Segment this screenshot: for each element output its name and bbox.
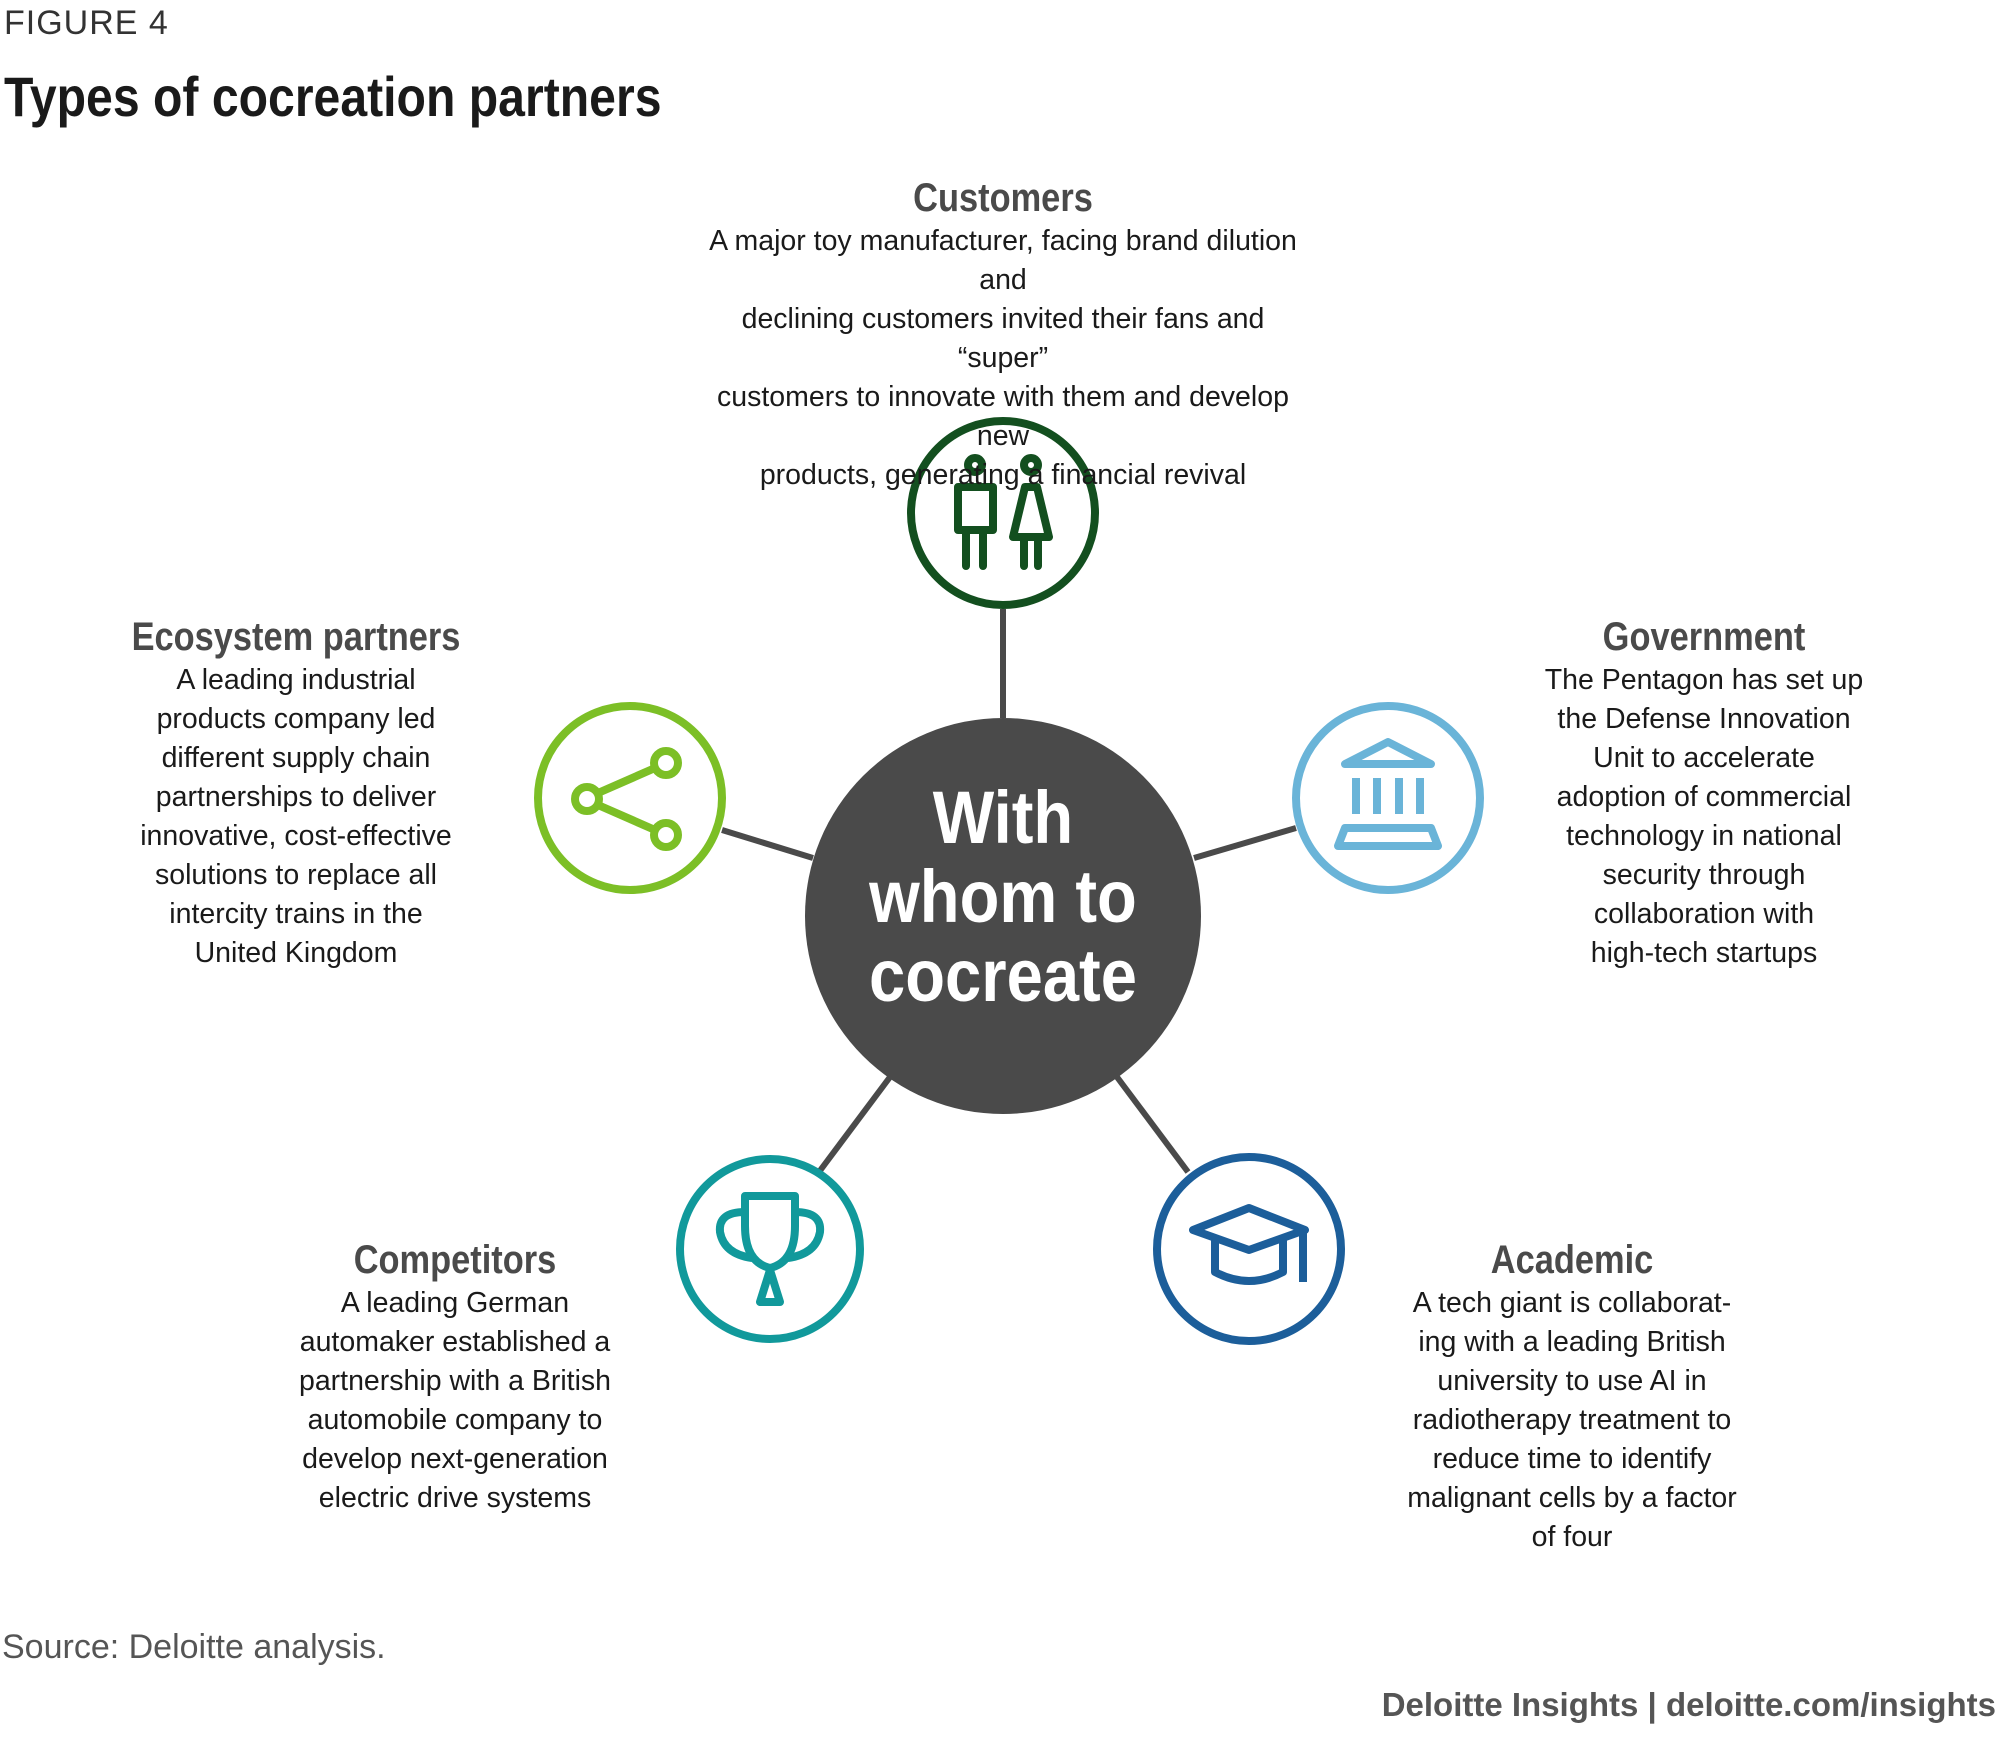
partner-description-line: products, generating a financial revival [759, 459, 1247, 491]
partner-description-line: A leading industrial [176, 664, 416, 696]
connectors [721, 609, 1297, 1174]
center-line: whom to [869, 855, 1137, 938]
partner-description-line: The Pentagon has set up [1544, 664, 1864, 696]
partner-description-line: high-tech startups [1590, 937, 1818, 969]
partner-description-line: radiotherapy treatment to [1412, 1404, 1732, 1436]
connector-ecosystem [721, 827, 814, 861]
partner-academic: Academic A tech giant is collaborat-ing w… [1342, 1236, 1802, 1557]
partner-description-line: A tech giant is collaborat- [1412, 1287, 1732, 1319]
center-line: cocreate [869, 934, 1137, 1017]
partner-description-line: automobile company to [307, 1404, 603, 1436]
partner-description-line: develop next-generation [302, 1443, 608, 1475]
partner-description-line: partnerships to deliver [155, 781, 437, 813]
partner-heading: Government [1602, 615, 1806, 659]
partner-heading: Ecosystem partners [131, 615, 461, 659]
partner-ecosystem: Ecosystem partners A leading industrial pr… [66, 613, 526, 973]
partner-description-line: of four [1531, 1521, 1613, 1553]
source-note: Source: Deloitte analysis. [2, 1628, 386, 1666]
center-line: With [932, 776, 1074, 859]
partner-description-line: automaker established a [299, 1326, 611, 1358]
partner-competitors: Competitors A leading German automaker est… [225, 1236, 685, 1518]
graduation-cap-icon [1153, 1153, 1345, 1345]
partner-description-line: adoption of commercial [1556, 781, 1852, 813]
partner-description-line: United Kingdom [194, 937, 398, 969]
trophy-icon [676, 1155, 864, 1343]
center-circle [805, 718, 1201, 1114]
share-icon [534, 702, 726, 894]
partner-description-line: security through [1602, 859, 1806, 891]
partner-description-line: declining customers invited their fans a… [741, 303, 1265, 374]
partner-heading: Competitors [353, 1238, 557, 1282]
partner-description-line: solutions to replace all [155, 859, 437, 891]
connector-competitors [816, 1075, 893, 1174]
figure-title: Types of cocreation partners [4, 65, 662, 128]
partner-heading: Customers [913, 176, 1093, 220]
partner-description-line: A major toy manufacturer, facing brand d… [709, 225, 1297, 296]
partner-description-line: ing with a leading British [1418, 1326, 1726, 1358]
connector-academic [1114, 1075, 1191, 1174]
partner-description-line: intercity trains in the [169, 898, 423, 930]
partner-description-line: Unit to accelerate [1593, 742, 1815, 774]
partner-customers: Customers A major toy manufacturer, facin… [703, 174, 1303, 495]
people-icon [907, 417, 1099, 609]
partner-description-line: the Defense Innovation [1557, 703, 1851, 735]
partner-description-line: A leading German [340, 1287, 570, 1319]
partner-description-line: innovative, cost-effective [140, 820, 452, 852]
partner-description-line: malignant cells by a factor [1407, 1482, 1737, 1514]
partner-description-line: different supply chain [161, 742, 431, 774]
partner-description-line: electric drive systems [318, 1482, 592, 1514]
partner-description-line: partnership with a British [298, 1365, 612, 1397]
partner-description-line: customers to innovate with them and deve… [717, 381, 1289, 452]
center-label: With whom to cocreate [827, 778, 1179, 1015]
connector-government [1193, 825, 1297, 861]
partner-heading: Academic [1490, 1238, 1654, 1282]
partner-description-line: products company led [156, 703, 436, 735]
partner-description-line: university to use AI in [1437, 1365, 1707, 1397]
partner-description-line: reduce time to identify [1432, 1443, 1712, 1475]
partner-description-line: collaboration with [1593, 898, 1815, 930]
footer-credit: Deloitte Insights | deloitte.com/insight… [1381, 1686, 1996, 1723]
partner-description-line: technology in national [1566, 820, 1842, 852]
bank-building-icon [1292, 702, 1484, 894]
figure-label: FIGURE 4 [4, 4, 169, 42]
